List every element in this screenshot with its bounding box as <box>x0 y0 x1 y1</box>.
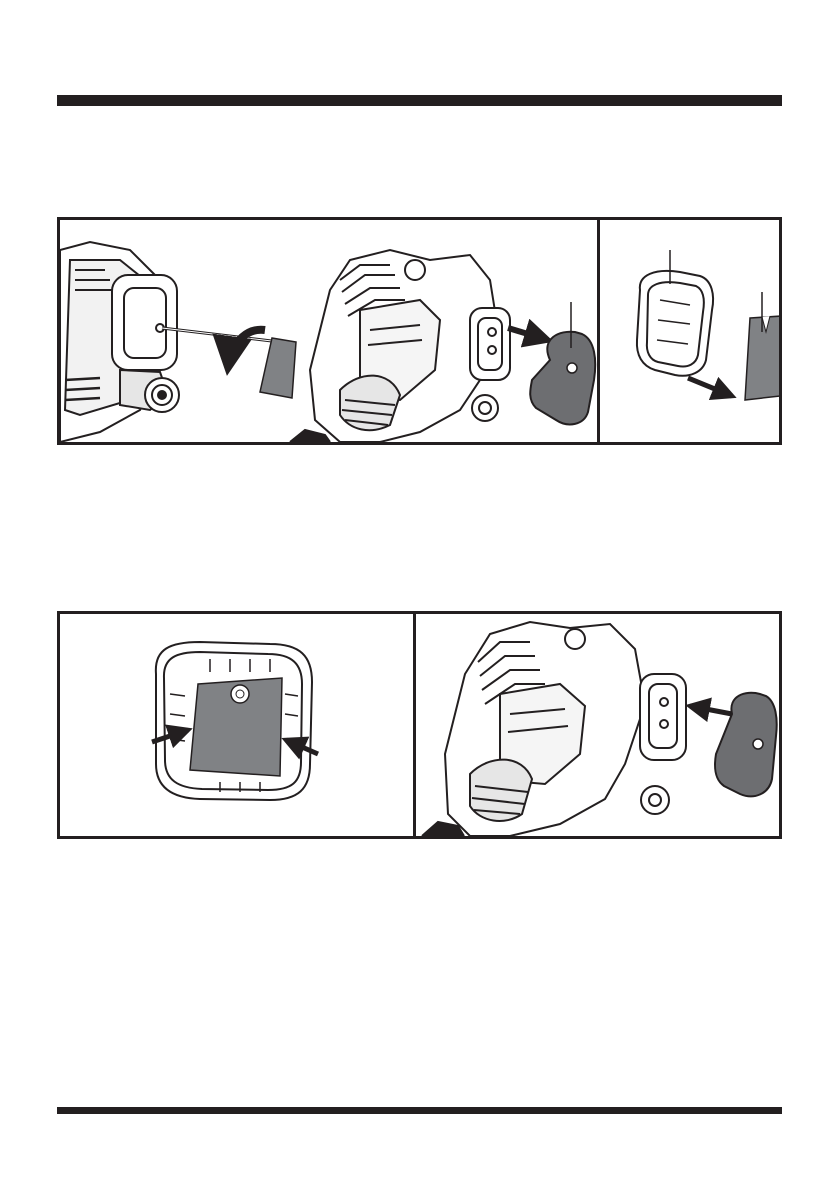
air-filter-cover-icon <box>637 250 713 376</box>
figure-1-air-filter-removal <box>57 217 782 445</box>
footer-rule <box>57 1107 782 1114</box>
panel-divider <box>413 614 416 836</box>
direction-arrow-icon <box>690 706 732 714</box>
direction-arrow-icon <box>508 328 548 340</box>
filter-element-icon <box>190 678 282 776</box>
filter-element-icon <box>745 292 779 400</box>
figure-1-illustration <box>60 220 779 442</box>
engine-housing-icon <box>290 250 510 442</box>
air-filter-cover-icon <box>530 302 595 424</box>
engine-housing-icon <box>60 242 179 442</box>
direction-arrow-icon <box>688 378 732 396</box>
air-filter-cover-icon <box>715 693 777 796</box>
header-rule <box>57 95 782 106</box>
figure-2-air-filter-installation <box>57 611 782 839</box>
panel-divider <box>597 220 600 442</box>
engine-housing-icon <box>422 622 686 836</box>
figure-2-illustration <box>60 614 779 836</box>
